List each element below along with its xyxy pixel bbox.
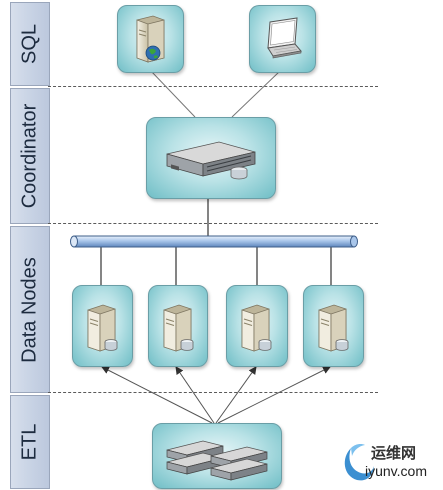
tier-sql: SQL: [10, 2, 50, 86]
tier-separator: [48, 392, 378, 393]
tier-separator: [48, 86, 378, 87]
server-icon: [163, 304, 194, 352]
rack-servers-icon: [166, 440, 268, 481]
etl-arrow: [175, 366, 215, 424]
data-node-box: [148, 285, 208, 367]
watermark-logo-icon: [344, 444, 374, 481]
web-server-icon: [136, 15, 165, 63]
sql-laptop-box: [249, 5, 316, 73]
sql-web-server-box: [117, 5, 184, 73]
etl-arrow: [101, 366, 213, 424]
data-node-box: [303, 285, 364, 367]
etl-box: [152, 423, 282, 489]
tier-data-nodes: Data Nodes: [10, 226, 50, 393]
connector-line: [231, 70, 281, 118]
laptop-icon: [267, 17, 302, 59]
data-node-box: [72, 285, 133, 367]
rack-server-icon: [166, 141, 256, 180]
etl-arrow: [215, 366, 257, 424]
network-bus: [70, 235, 358, 248]
tier-separator: [48, 223, 378, 224]
server-icon: [241, 304, 272, 352]
server-icon: [87, 304, 118, 352]
etl-arrow: [217, 366, 331, 424]
connector-line: [150, 70, 196, 118]
watermark-name: 运维网: [371, 445, 417, 462]
coordinator-box: [146, 117, 276, 199]
server-icon: [318, 304, 349, 352]
data-node-box: [226, 285, 288, 367]
watermark-domain: iyunv.com: [365, 463, 427, 479]
tier-coordinator: Coordinator: [10, 88, 50, 224]
tier-etl: ETL: [10, 395, 50, 489]
